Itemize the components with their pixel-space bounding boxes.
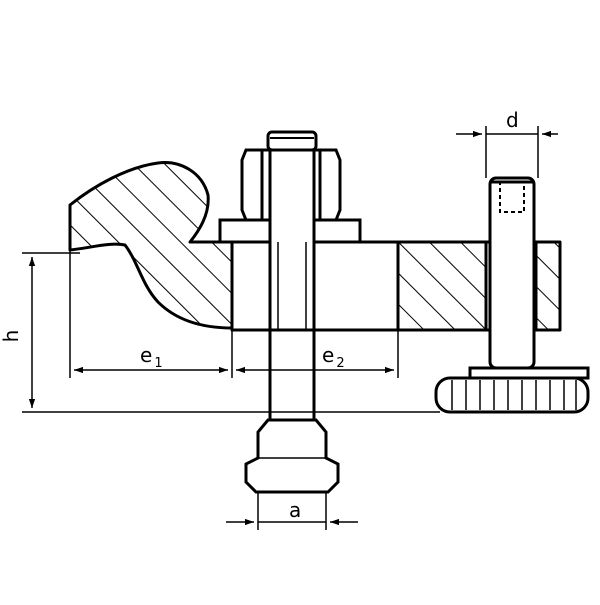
label-e2-sub: 2 — [336, 356, 344, 371]
label-a: a — [289, 498, 301, 522]
thumb-screw — [434, 176, 590, 414]
label-d: d — [506, 108, 519, 132]
label-h: h — [0, 330, 23, 343]
label-e1-sub: 1 — [154, 356, 162, 371]
dimensions — [22, 126, 558, 530]
label-e2-main: e — [322, 343, 334, 367]
clamp-hook-section — [68, 161, 234, 330]
label-e1-main: e — [140, 343, 152, 367]
t-bolt — [244, 148, 340, 494]
